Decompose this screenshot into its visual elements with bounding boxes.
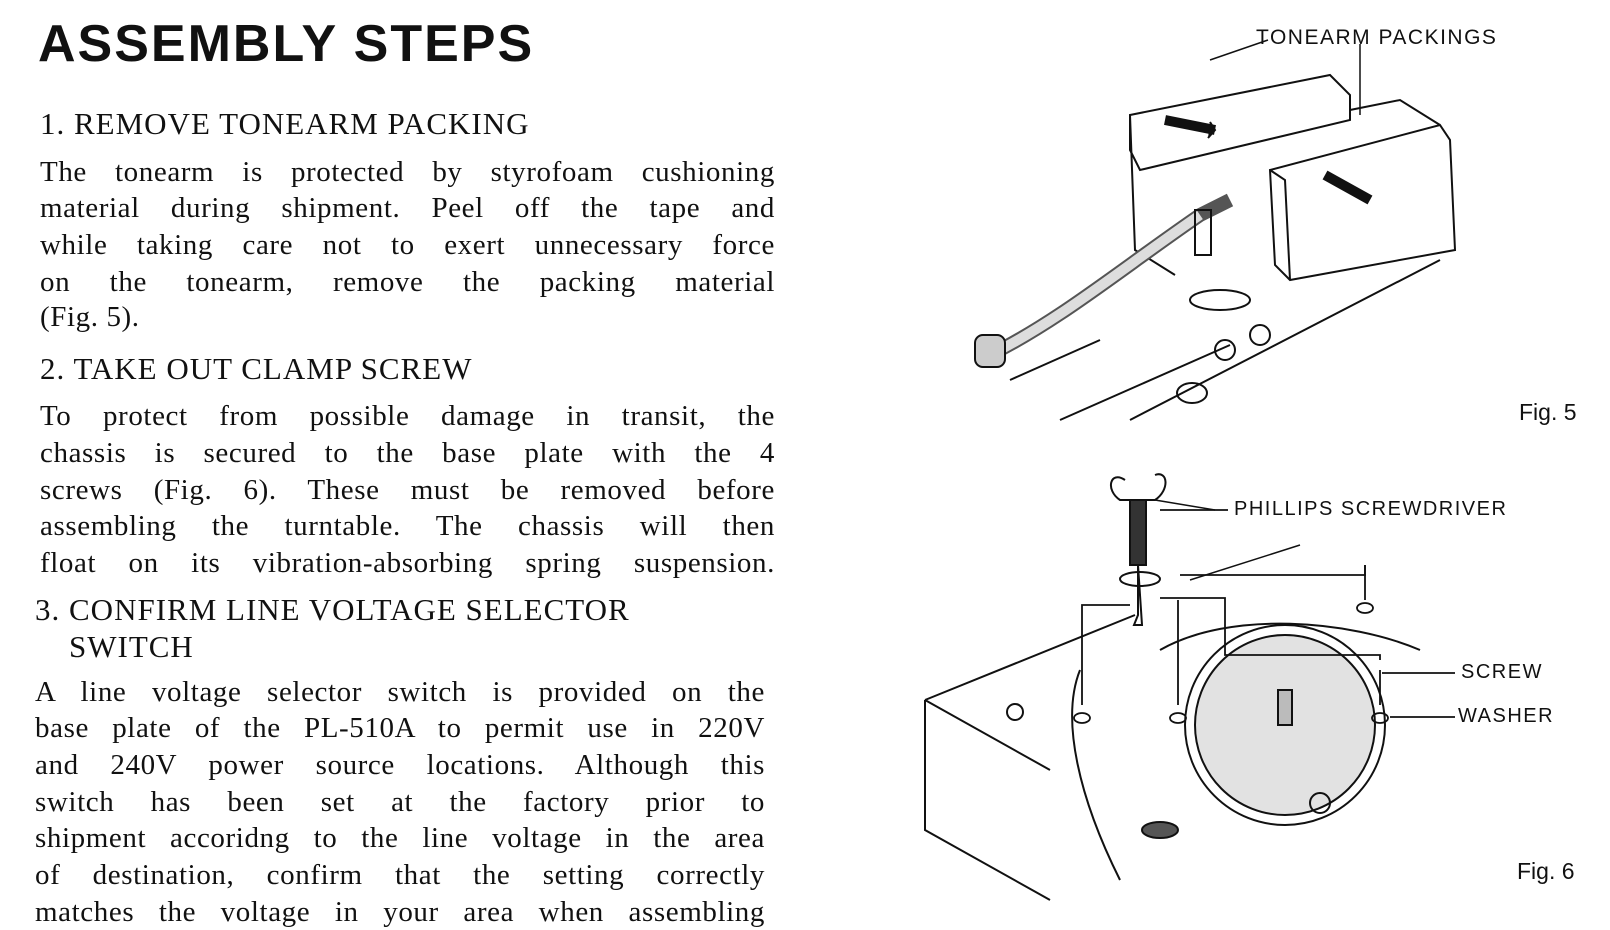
- step-1-text: material during shipment. Peel off the t…: [40, 192, 775, 224]
- step-1-text: on the tonearm, remove the packing mater…: [40, 266, 775, 298]
- step-3-text: of destination, confirm that the setting…: [35, 859, 765, 891]
- step-2-text: chassis is secured to the base plate wit…: [40, 437, 775, 469]
- step-2-heading: 2. TAKE OUT CLAMP SCREW: [40, 351, 473, 386]
- figure-illustrations: [924, 39, 1457, 901]
- step-3-text: switch has been set at the factory prior…: [35, 786, 765, 818]
- step-1-heading: 1. REMOVE TONEARM PACKING: [40, 106, 530, 141]
- step-3-text: shipment accoridng to the line voltage i…: [35, 822, 765, 854]
- fig5-tonearm-packing-drawing: [974, 39, 1457, 421]
- tonearm-packings-label: TONEARM PACKINGS: [1256, 26, 1498, 49]
- page-title: ASSEMBLY STEPS: [38, 15, 535, 73]
- step-2-text: To protect from possible damage in trans…: [40, 400, 775, 432]
- washer-label: WASHER: [1458, 705, 1555, 727]
- step-2-text: screws (Fig. 6). These must be removed b…: [40, 474, 775, 506]
- screw-label: SCREW: [1461, 661, 1543, 683]
- step-3-text: and 240V power source locations. Althoug…: [35, 749, 765, 781]
- step-1-text: (Fig. 5).: [40, 301, 140, 333]
- step-3-heading: 3. CONFIRM LINE VOLTAGE SELECTOR: [35, 592, 630, 627]
- step-2-text: assembling the turntable. The chassis wi…: [40, 510, 775, 542]
- step-2-text: float on its vibration-absorbing spring …: [40, 547, 775, 579]
- step-1-text: while taking care not to exert unnecessa…: [40, 229, 775, 261]
- fig6-caption: Fig. 6: [1517, 858, 1575, 884]
- fig5-caption: Fig. 5: [1519, 399, 1577, 425]
- step-1-text: The tonearm is protected by styrofoam cu…: [40, 156, 775, 188]
- step-3-heading-cont: SWITCH: [69, 629, 194, 664]
- fig6-clamp-screw-drawing: [924, 473, 1455, 901]
- screwdriver-label: PHILLIPS SCREWDRIVER: [1234, 498, 1508, 520]
- step-3-text: A line voltage selector switch is provid…: [35, 676, 765, 708]
- step-3-text: base plate of the PL-510A to permit use …: [35, 712, 765, 744]
